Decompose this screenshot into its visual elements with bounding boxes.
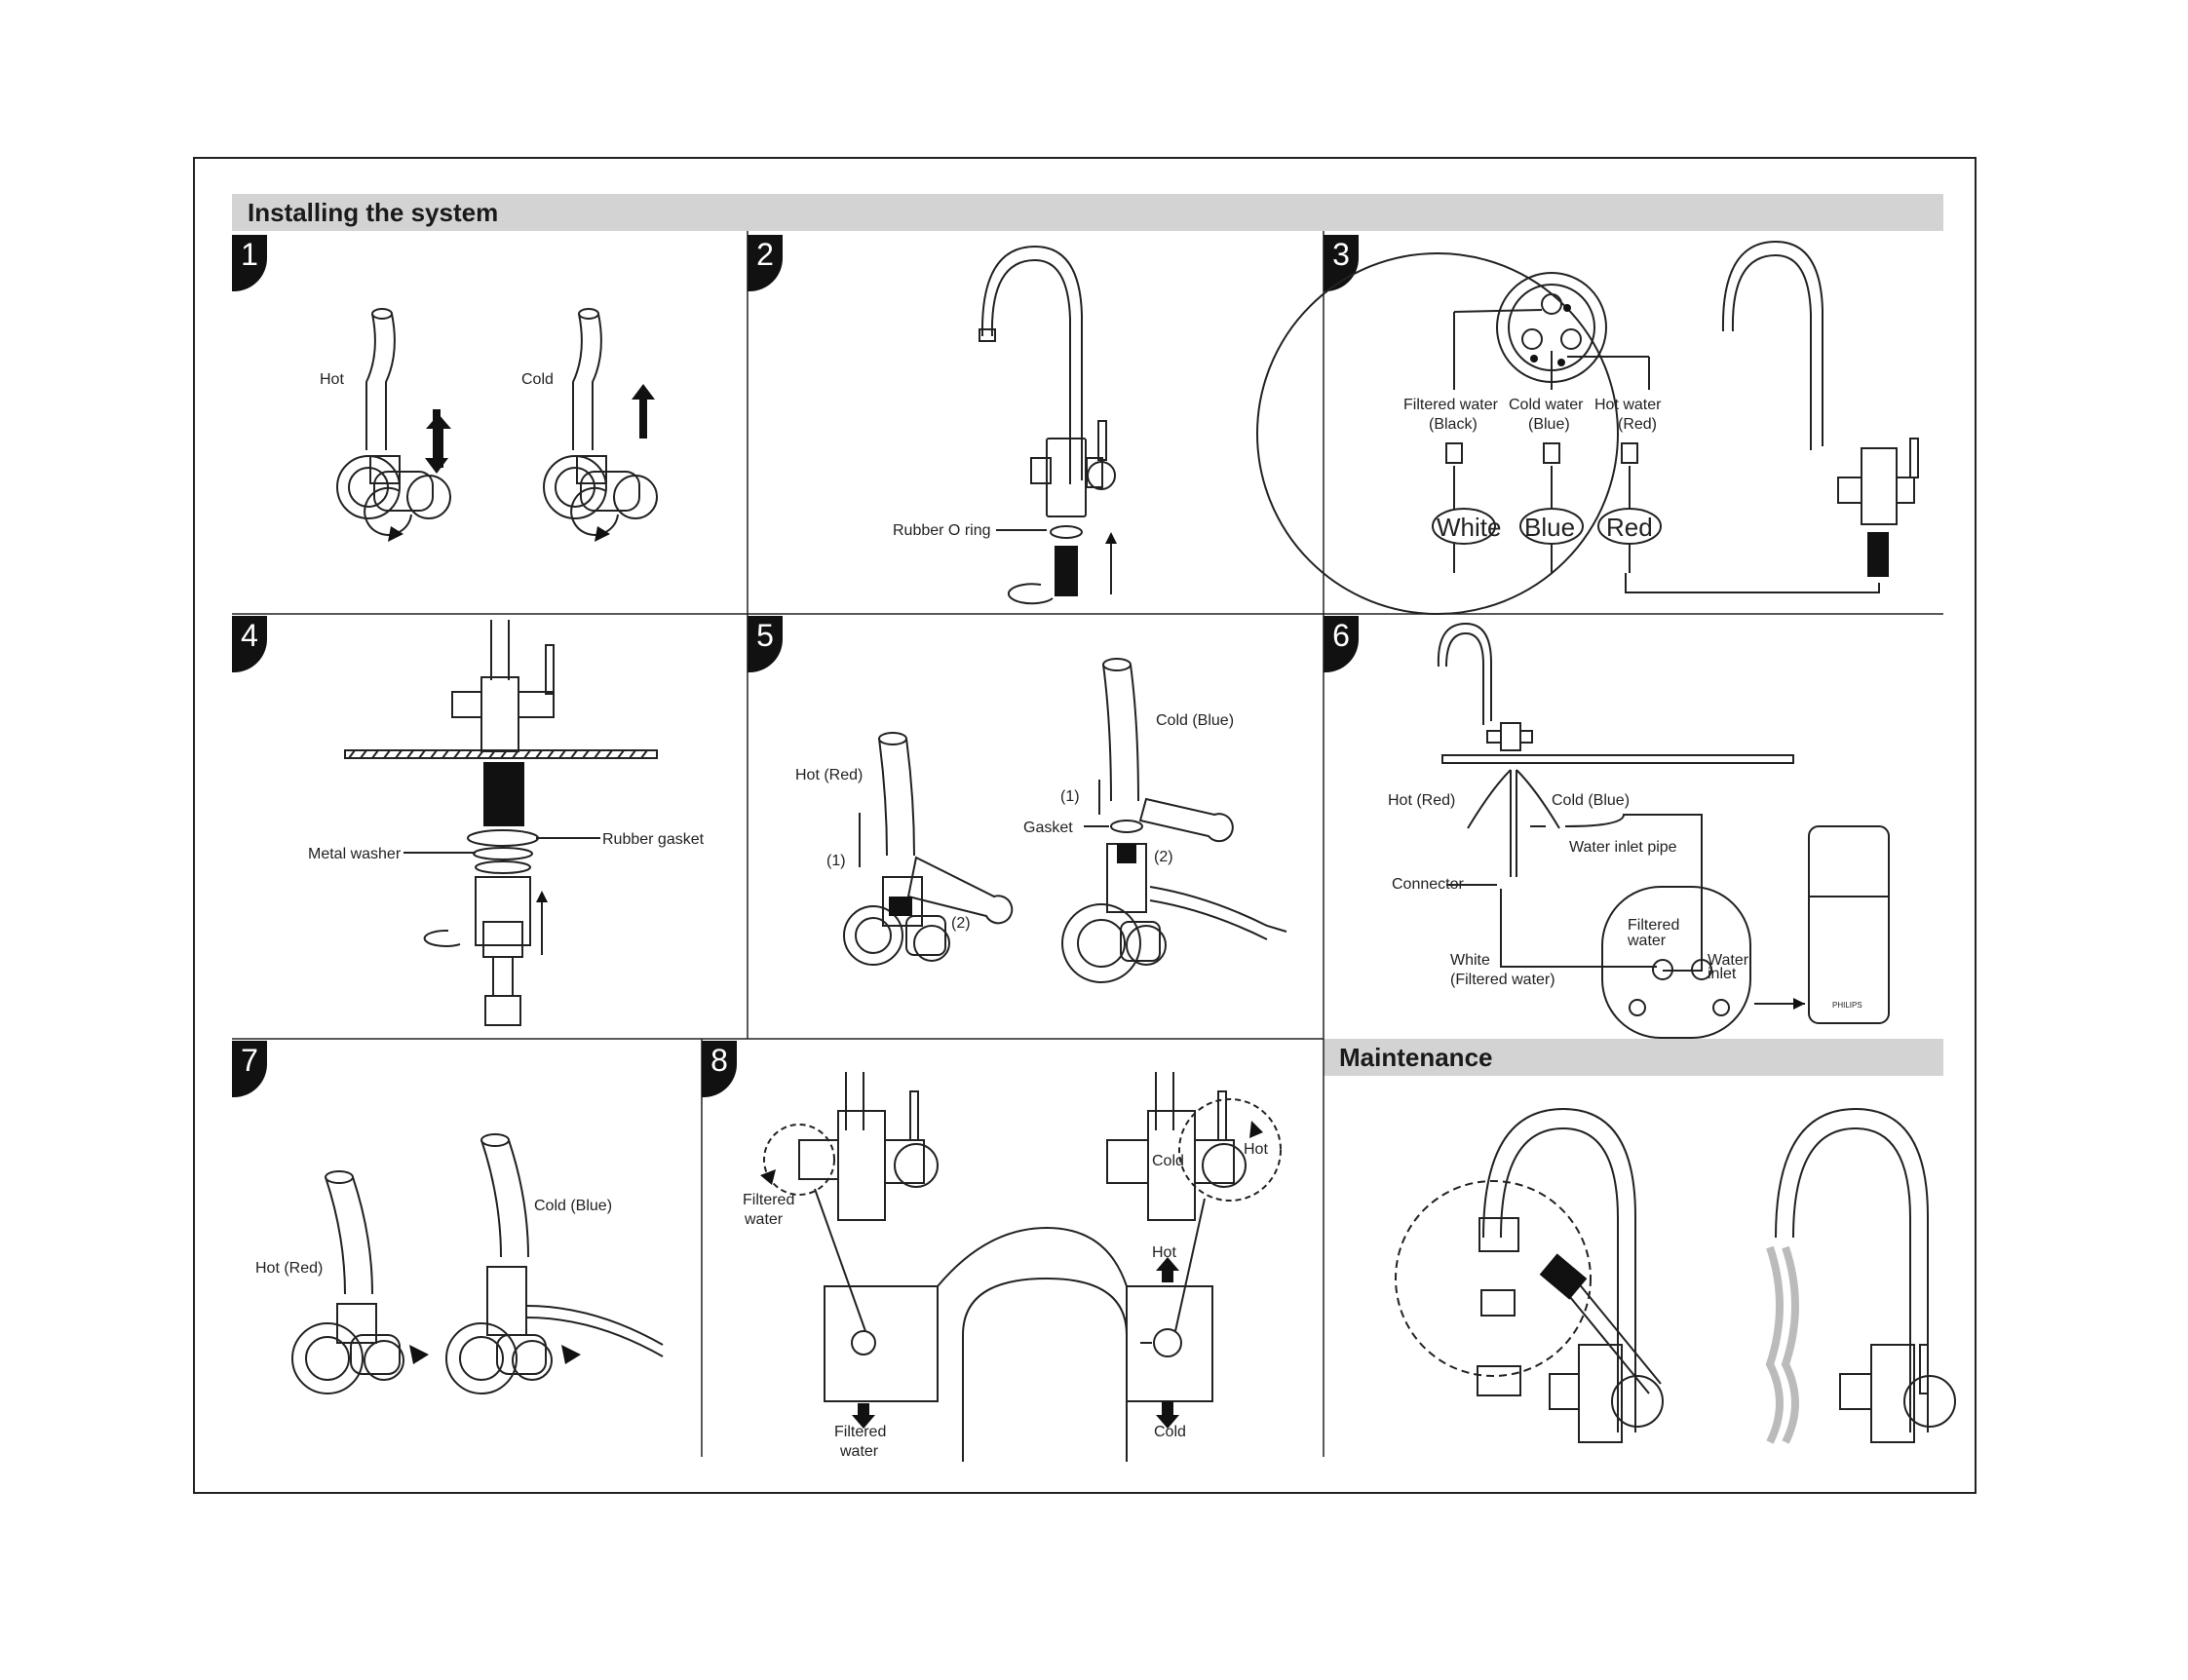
manual-page-frame <box>193 157 1977 1494</box>
cold-water-sub: (Blue) <box>1528 416 1570 433</box>
step5-two-left: (2) <box>951 915 971 932</box>
cold-water-label: Cold water <box>1509 397 1584 413</box>
red-tag: Red <box>1606 513 1653 542</box>
s8-filtered-2: water <box>744 1211 784 1228</box>
cold-label: Cold <box>521 371 554 388</box>
rubber-o-ring-label: Rubber O ring <box>893 522 991 539</box>
inlet-label-1: Water <box>1708 952 1749 969</box>
white-label: White <box>1450 952 1490 969</box>
filtered-water-label: Filtered water <box>1403 397 1499 413</box>
hot-water-sub: (Red) <box>1618 416 1657 433</box>
s8-cold-bottom: Cold <box>1154 1424 1186 1440</box>
s7-hot-red-label: Hot (Red) <box>255 1260 323 1277</box>
filtered-water-paren-label: (Filtered water) <box>1450 972 1555 988</box>
install-header-bar <box>232 194 1943 231</box>
metal-washer-label: Metal washer <box>308 846 402 862</box>
filtered-label-2: water <box>1627 933 1667 949</box>
rubber-gasket-label: Rubber gasket <box>602 831 705 848</box>
install-section-title: Installing the system <box>248 198 499 227</box>
hot-water-label: Hot water <box>1594 397 1662 413</box>
s7-cold-blue-label: Cold (Blue) <box>534 1198 612 1214</box>
step5-one-right: (1) <box>1060 788 1080 805</box>
s6-hot-red-label: Hot (Red) <box>1388 792 1455 809</box>
white-tag: White <box>1437 513 1501 542</box>
s8-cold-handle: Cold <box>1152 1153 1184 1169</box>
connector-label: Connector <box>1392 876 1464 893</box>
brand-label: PHILIPS <box>1832 1001 1862 1010</box>
hot-label: Hot <box>320 371 344 388</box>
inlet-label-2: inlet <box>1708 966 1737 982</box>
s6-cold-blue-label: Cold (Blue) <box>1552 792 1630 809</box>
blue-tag: Blue <box>1524 513 1575 542</box>
hot-red-label: Hot (Red) <box>795 767 863 783</box>
s8-filtered-bottom-1: Filtered <box>834 1424 886 1440</box>
cold-blue-label: Cold (Blue) <box>1156 712 1234 729</box>
s8-filtered-1: Filtered <box>743 1192 794 1208</box>
filtered-label-1: Filtered <box>1628 917 1679 934</box>
gasket-label: Gasket <box>1023 820 1073 836</box>
s8-hot-handle: Hot <box>1244 1141 1268 1158</box>
step5-two-right: (2) <box>1154 849 1173 865</box>
maintenance-section-title: Maintenance <box>1339 1043 1493 1072</box>
maintenance-header-bar <box>1324 1039 1943 1076</box>
water-inlet-pipe-label: Water inlet pipe <box>1569 839 1677 856</box>
s8-filtered-bottom-2: water <box>839 1443 879 1460</box>
step5-one-left: (1) <box>826 853 846 869</box>
filtered-water-sub: (Black) <box>1429 416 1478 433</box>
s8-hot-top: Hot <box>1152 1244 1176 1261</box>
